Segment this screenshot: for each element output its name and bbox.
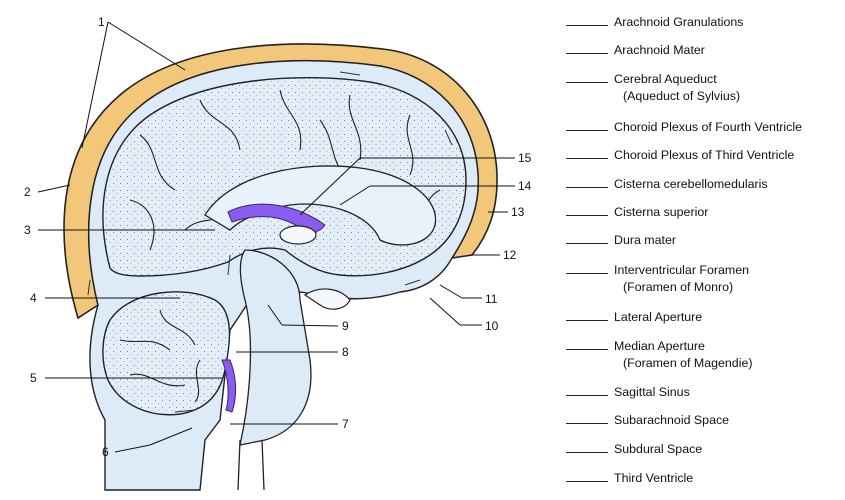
- cerebellum: [102, 291, 231, 416]
- answer-blank: [566, 423, 608, 424]
- answer-blank: [566, 395, 608, 396]
- term-label: Arachnoid Granulations: [614, 15, 744, 29]
- answer-blank: [566, 349, 608, 350]
- number-13: 13: [511, 205, 525, 219]
- answer-blank: [566, 273, 608, 274]
- answer-blank: [566, 452, 608, 453]
- answer-blank: [566, 130, 608, 131]
- answer-blank: [566, 158, 608, 159]
- number-7: 7: [342, 417, 349, 431]
- number-5: 5: [30, 371, 37, 385]
- number-8: 8: [342, 345, 349, 359]
- term-label: Arachnoid Mater: [614, 43, 705, 57]
- number-10: 10: [485, 319, 499, 333]
- term-label: Interventricular Foramen: [614, 263, 749, 277]
- number-3: 3: [24, 223, 31, 237]
- answer-blank: [566, 481, 608, 482]
- term-label: Subdural Space: [614, 442, 703, 456]
- term-label: Choroid Plexus of Fourth Ventricle: [614, 120, 803, 134]
- answer-blank: [566, 320, 608, 321]
- term-label: Cisterna superior: [614, 205, 709, 219]
- answer-blank: [566, 187, 608, 188]
- term-label: Cerebral Aqueduct: [614, 72, 717, 86]
- term-label: Dura mater: [614, 233, 676, 247]
- cisterna-superior-fold: [303, 288, 351, 310]
- csf-flow-arrows: [87, 71, 453, 413]
- term-label: Lateral Aperture: [614, 310, 703, 324]
- number-1: 1: [98, 15, 105, 29]
- number-9: 9: [342, 319, 349, 333]
- term-label-alt: (Foramen of Monro): [623, 280, 734, 294]
- answer-blank: [566, 25, 608, 26]
- answer-blank: [566, 243, 608, 244]
- term-label: Subarachnoid Space: [614, 413, 730, 427]
- answer-blank: [566, 215, 608, 216]
- term-label: Sagittal Sinus: [614, 385, 690, 399]
- number-2: 2: [24, 185, 31, 199]
- number-14: 14: [518, 179, 532, 193]
- answer-blank: [566, 53, 608, 54]
- number-6: 6: [102, 445, 109, 459]
- number-11: 11: [485, 292, 498, 306]
- term-label: Cisterna cerebellomedularis: [614, 177, 768, 191]
- number-labels: 1 2 3 4 5 6 7 8 9 10 11 12 13 14 15: [24, 15, 532, 459]
- brainstem: [237, 249, 312, 491]
- term-label: Third Ventricle: [614, 471, 694, 485]
- brain-sagittal-diagram: 1 2 3 4 5 6 7 8 9 10 11 12 13 14 15: [24, 15, 532, 491]
- number-12: 12: [503, 248, 517, 262]
- term-label: Choroid Plexus of Third Ventricle: [614, 148, 795, 162]
- choroid-plexus-third-ventricle: [227, 203, 326, 233]
- choroid-plexus-fourth-ventricle: [221, 359, 237, 413]
- answer-blank: [566, 82, 608, 83]
- leader-lines: [37, 21, 515, 453]
- number-4: 4: [30, 291, 37, 305]
- term-list: Arachnoid Granulations Arachnoid Mater C…: [566, 0, 845, 500]
- term-label: Median Aperture: [614, 339, 705, 353]
- third-ventricle: [279, 225, 317, 245]
- number-15: 15: [518, 151, 532, 165]
- term-label-alt: (Aqueduct of Sylvius): [623, 89, 741, 103]
- term-label-alt: (Foramen of Magendie): [623, 356, 753, 370]
